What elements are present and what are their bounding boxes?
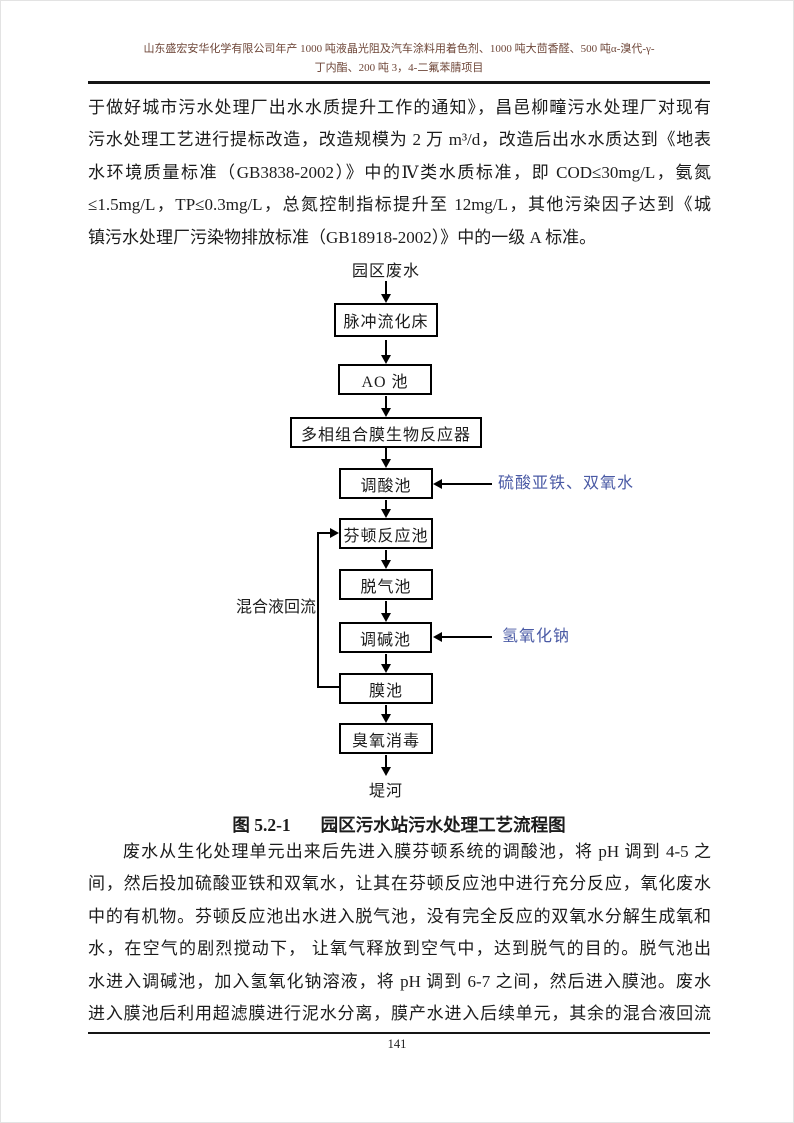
flow-arrow [385,654,387,665]
arrow-down-icon [381,355,391,364]
text-line: 中的有机物。芬顿反应池出水进入脱气池，没有完全反应的双氧水分解生成氧和 [88,906,711,926]
flow-arrow [385,755,387,768]
header-line-2: 丁内酯、200 吨 3，4-二氟苯腈项目 [314,62,484,74]
dosing-label-ferrous-sulfate-peroxide: 硫酸亚铁、双氧水 [498,475,635,492]
paragraph-top: 于做好城市污水处理厂出水水质提升工作的通知》，昌邑柳疃污水处理厂对现有污水处理工… [88,92,711,254]
arrow-down-icon [381,560,391,569]
figure-caption-title: 园区污水站污水处理工艺流程图 [320,815,566,835]
recycle-line-vertical [317,532,319,688]
flow-arrow [385,550,387,561]
flow-arrow [385,448,387,460]
text-line: 镇污水处理厂污染物排放标准（GB18918-2002）》中的一级 A 标准。 [88,227,597,247]
flow-outfall-label: 堤河 [368,783,403,800]
arrow-right-icon [330,528,339,538]
paragraph-bottom: 废水从生化处理单元出来后先进入膜芬顿系统的调酸池，将 pH 调到 4-5 之间，… [88,836,711,1030]
page-number: 141 [387,1037,407,1051]
flow-arrow [385,340,387,356]
text-line: 于做好城市污水处理厂出水水质提升工作的通知》，昌邑柳疃污水处理厂对现有 [88,98,711,117]
text-line: 进入膜池后利用超滤膜进行泥水分离，膜产水进入后续单元，其余的混合液回流 [88,1003,711,1023]
flow-node-acid-tank: 调酸池 [339,468,433,499]
arrow-down-icon [381,509,391,518]
header-line-1: 山东盛宏安华化学有限公司年产 1000 吨液晶光阻及汽车涂料用着色剂、1000 … [143,43,655,55]
footer-rule [88,1032,710,1034]
flow-node-ozone-disinfection: 臭氧消毒 [339,723,433,754]
dosing-arrow [442,636,492,638]
flow-arrow [385,705,387,715]
flow-arrow [385,396,387,409]
text-line: 废水从生化处理单元出来后先进入膜芬顿系统的调酸池，将 pH 调到 4-5 之 [123,842,711,861]
flow-node-alkali-tank: 调碱池 [339,622,432,653]
recycle-line-top [319,532,331,534]
flow-node-fenton-tank: 芬顿反应池 [339,518,433,549]
text-line: 水进入调碱池，加入氢氧化钠溶液，将 pH 调到 6-7 之间，然后进入膜池。废水 [88,971,711,991]
arrow-down-icon [381,294,391,303]
arrow-down-icon [381,714,391,723]
arrow-left-icon [433,479,442,489]
dosing-label-sodium-hydroxide: 氢氧化钠 [502,628,571,645]
text-line: 水，在空气的剧烈搅动下， 让氧气释放到空气中，达到脱气的目的。脱气池出 [88,939,711,959]
flow-node-mbr: 多相组合膜生物反应器 [290,417,482,448]
figure-caption-number: 图 5.2-1 [232,815,291,835]
arrow-down-icon [381,613,391,622]
figure-caption: 图 5.2-1 园区污水站污水处理工艺流程图 [88,810,710,840]
recycle-label: 混合液回流 [236,599,317,616]
dosing-arrow [442,483,492,485]
header-rule [88,81,710,84]
flow-arrow [385,500,387,510]
text-line: 污水处理工艺进行提标改造，改造规模为 2 万 m³/d，改造后出水水质达到《地表 [88,130,711,150]
flow-node-membrane-tank: 膜池 [339,673,433,704]
text-line: 水环境质量标准（GB3838-2002）》中的Ⅳ类水质标准，即 COD≤30mg… [88,162,711,182]
recycle-line-bottom [319,686,341,688]
arrow-down-icon [381,408,391,417]
page-header: 山东盛宏安华化学有限公司年产 1000 吨液晶光阻及汽车涂料用着色剂、1000 … [88,40,710,78]
text-line: ≤1.5mg/L，TP≤0.3mg/L，总氮控制指标提升至 12mg/L，其他污… [88,195,711,215]
flow-node-degassing-tank: 脱气池 [339,569,433,600]
arrow-down-icon [381,664,391,673]
arrow-down-icon [381,459,391,468]
arrow-left-icon [433,632,442,642]
flow-source-label: 园区废水 [351,263,420,280]
flow-node-pulse-fluidized-bed: 脉冲流化床 [334,303,438,337]
text-line: 间，然后投加硫酸亚铁和双氧水，让其在芬顿反应池中进行充分反应，氧化废水 [88,874,711,894]
flow-arrow [385,281,387,295]
flow-node-ao-tank: AO 池 [338,364,432,395]
flow-arrow [385,601,387,614]
arrow-down-icon [381,767,391,776]
